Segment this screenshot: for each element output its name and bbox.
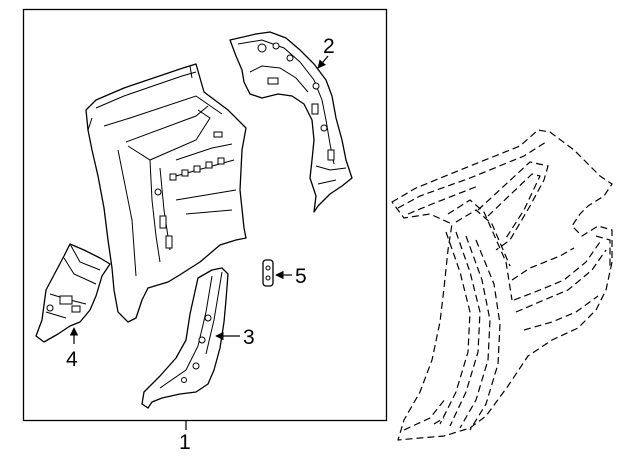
callout-5-label: 5 [295,265,307,288]
small-plate-part[interactable] [262,259,274,287]
callout-3-label: 3 [243,326,255,349]
upper-rear-reinforcement-part[interactable] [229,31,353,213]
callout-1-label: 1 [179,431,191,454]
callout-4-label: 4 [66,348,78,371]
quarter-panel-outline [391,129,613,441]
rear-extension-part[interactable] [35,243,111,343]
callout-2-label: 2 [323,35,335,58]
leader-2-arrow [317,55,329,69]
inner-quarter-panel-part[interactable] [85,63,247,323]
assembly-frame [22,8,388,422]
lower-bracket-part[interactable] [141,267,229,409]
